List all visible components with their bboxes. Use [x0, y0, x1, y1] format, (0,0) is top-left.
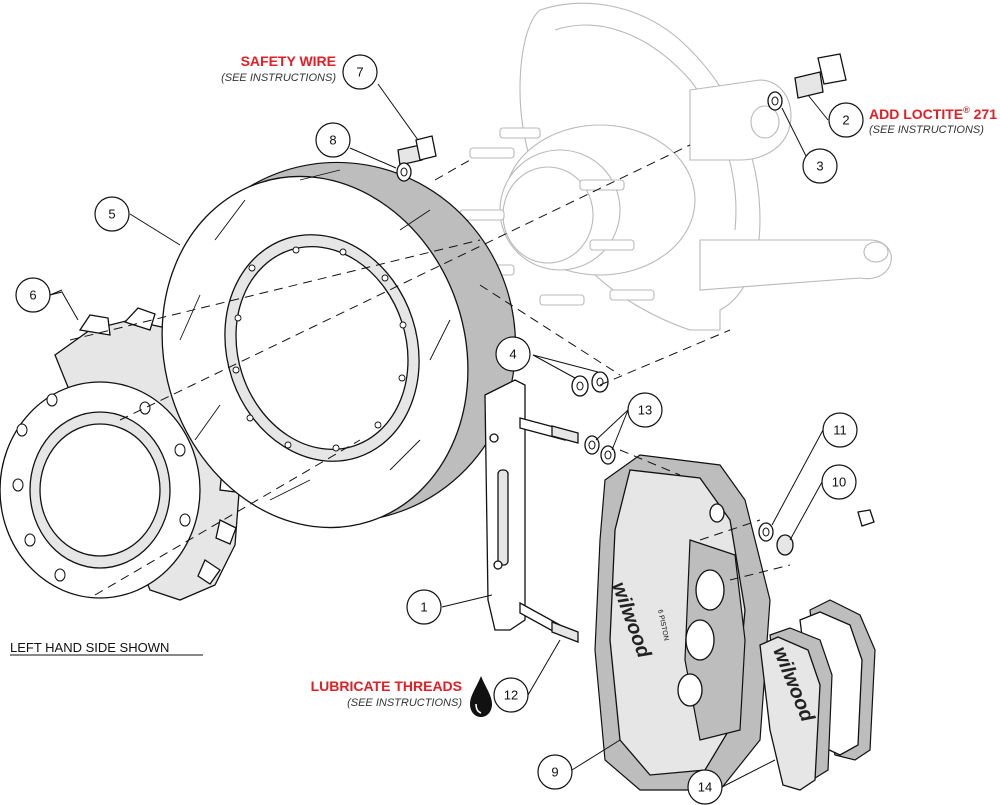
svg-text:9: 9: [551, 765, 558, 780]
washers: [396, 91, 794, 556]
caliper-bracket: [484, 379, 526, 631]
callout-3: 3: [802, 148, 838, 184]
hub-spindle-assembly: [459, 2, 892, 331]
svg-text:3: 3: [816, 159, 823, 174]
drum-hat: [0, 307, 241, 601]
callout-8: 8: [315, 122, 351, 158]
svg-text:4: 4: [509, 347, 516, 362]
callout-11: 11: [822, 412, 858, 448]
callout-6: 6: [15, 277, 51, 313]
assembly-lines: [69, 144, 791, 596]
svg-text:8: 8: [329, 133, 336, 148]
callout-10: 10: [821, 464, 857, 500]
footer-note: LEFT HAND SIDE SHOWN: [10, 640, 203, 656]
leader-lines: [49, 83, 829, 788]
oil-drop-icon: [470, 676, 492, 717]
svg-text:14: 14: [698, 780, 712, 795]
left-hand-side-label: LEFT HAND SIDE SHOWN: [10, 640, 169, 655]
svg-text:10: 10: [832, 475, 846, 490]
lubricate-annotation: LUBRICATE THREADS (SEE INSTRUCTIONS): [311, 676, 492, 717]
svg-text:12: 12: [504, 688, 518, 703]
bracket-studs: [397, 53, 875, 643]
svg-text:2: 2: [842, 113, 849, 128]
loctite-label: ADD LOCTITE® 271: [869, 105, 997, 122]
lubricate-label: LUBRICATE THREADS: [311, 678, 462, 694]
loctite-annotation: ADD LOCTITE® 271 (SEE INSTRUCTIONS): [869, 105, 997, 136]
safety-wire-annotation: SAFETY WIRE (SEE INSTRUCTIONS): [221, 53, 336, 84]
svg-text:6: 6: [29, 288, 36, 303]
svg-text:5: 5: [108, 207, 115, 222]
lubricate-note: (SEE INSTRUCTIONS): [347, 697, 462, 709]
callout-5: 5: [94, 196, 130, 232]
svg-text:1: 1: [420, 600, 427, 615]
svg-text:13: 13: [638, 403, 652, 418]
callout-7: 7: [342, 54, 378, 90]
caliper: wilwood 6 PISTON: [594, 454, 771, 791]
safety-wire-label: SAFETY WIRE: [241, 53, 336, 69]
svg-text:11: 11: [833, 423, 847, 438]
callout-1: 1: [406, 589, 442, 625]
safety-wire-note: (SEE INSTRUCTIONS): [221, 72, 336, 84]
svg-text:7: 7: [356, 65, 363, 80]
callout-14: 14: [687, 769, 723, 805]
callout-12: 12: [493, 677, 529, 713]
callout-4: 4: [495, 336, 531, 372]
brake-pads: wilwood: [759, 599, 876, 791]
callout-13: 13: [627, 392, 663, 428]
callout-9: 9: [537, 754, 573, 790]
loctite-note: (SEE INSTRUCTIONS): [869, 124, 984, 136]
callout-2: 2: [828, 102, 864, 138]
